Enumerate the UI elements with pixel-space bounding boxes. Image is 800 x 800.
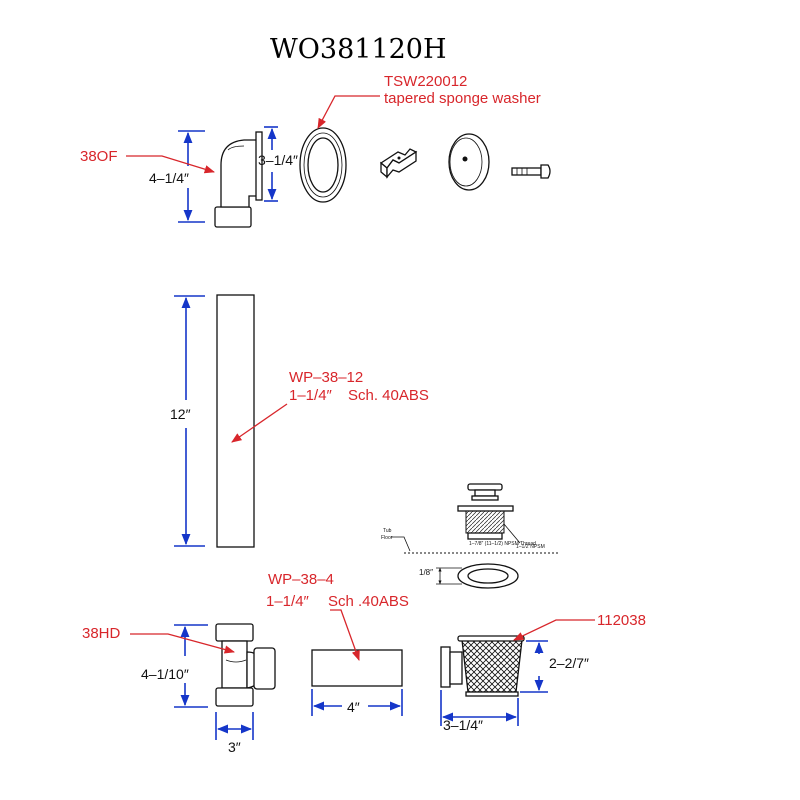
short-pipe-length-dimension: 4″ xyxy=(311,689,403,716)
pipe-callout: WP–38–12 1–1/4″ Sch. 40ABS xyxy=(231,369,429,443)
tee-38hd xyxy=(215,623,276,707)
tee-code-label: 38HD xyxy=(82,625,121,642)
flange-dia-dimension: 3–1/4″ xyxy=(258,126,298,202)
sponge-washer xyxy=(299,127,347,203)
pipe-size-label: 1–1/4″ xyxy=(289,387,333,404)
drain-code-label: 112038 xyxy=(597,612,646,629)
tee-width-label: 3″ xyxy=(228,739,241,755)
drain-height-label: 2–2/7″ xyxy=(549,655,589,671)
drain-width-label: 3–1/4″ xyxy=(443,717,483,733)
drain-height-dimension: 2–2/7″ xyxy=(520,640,589,693)
tub-label: Tub xyxy=(383,528,392,534)
tee-width-dimension: 3″ xyxy=(215,712,254,755)
short-pipe-length-label: 4″ xyxy=(347,699,360,715)
thread-note-label: 1–7/8″ (11–1/2) NPSM Thread xyxy=(469,541,536,547)
drain-112038 xyxy=(440,635,525,697)
tub-drain-inset: Tub Floor 1–7/8″ (11–1/2) NPSM Thread 1–… xyxy=(381,483,560,589)
drain-width-dimension: 3–1/4″ xyxy=(440,690,519,733)
washer-callout: TSW220012 tapered sponge washer xyxy=(317,73,541,129)
pipe-code-label: WP–38–12 xyxy=(289,369,363,386)
short-pipe-callout: WP–38–4 1–1/4″ Sch .40ABS xyxy=(266,571,409,661)
elbow-height-dimension: 4–1/4″ xyxy=(149,130,205,223)
pipe-length-dimension: 12″ xyxy=(170,295,205,547)
gap-label: 1/8″ xyxy=(419,568,433,577)
tee-height-label: 4–1/10″ xyxy=(141,666,189,682)
washer-code-label: TSW220012 xyxy=(384,73,467,90)
npsm-label: 1–1/2″NPSM xyxy=(516,544,545,550)
diagram-title: WO381120H xyxy=(270,34,447,65)
tee-callout: 38HD xyxy=(82,625,236,654)
tee-height-dimension: 4–1/10″ xyxy=(141,624,208,708)
short-pipe-size-label: 1–1/4″ xyxy=(266,593,310,610)
elbow-38of xyxy=(214,131,263,228)
flange-dia-label: 3–1/4″ xyxy=(258,152,298,168)
floor-label: Floor xyxy=(381,535,393,541)
short-pipe-material-label: Sch .40ABS xyxy=(328,593,409,610)
pipe-length-label: 12″ xyxy=(170,406,191,422)
washer-name-label: tapered sponge washer xyxy=(384,90,541,107)
elbow-callout: 38OF xyxy=(80,148,215,174)
crossbar-clip xyxy=(379,148,418,179)
drain-callout: 112038 xyxy=(513,612,646,641)
pipe-12in xyxy=(216,294,255,548)
pipe-material-label: Sch. 40ABS xyxy=(348,387,429,404)
cap-screw xyxy=(511,164,551,179)
overflow-cap xyxy=(448,133,490,191)
elbow-height-label: 4–1/4″ xyxy=(149,170,189,186)
elbow-code-label: 38OF xyxy=(80,148,118,165)
short-pipe-code-label: WP–38–4 xyxy=(268,571,334,588)
